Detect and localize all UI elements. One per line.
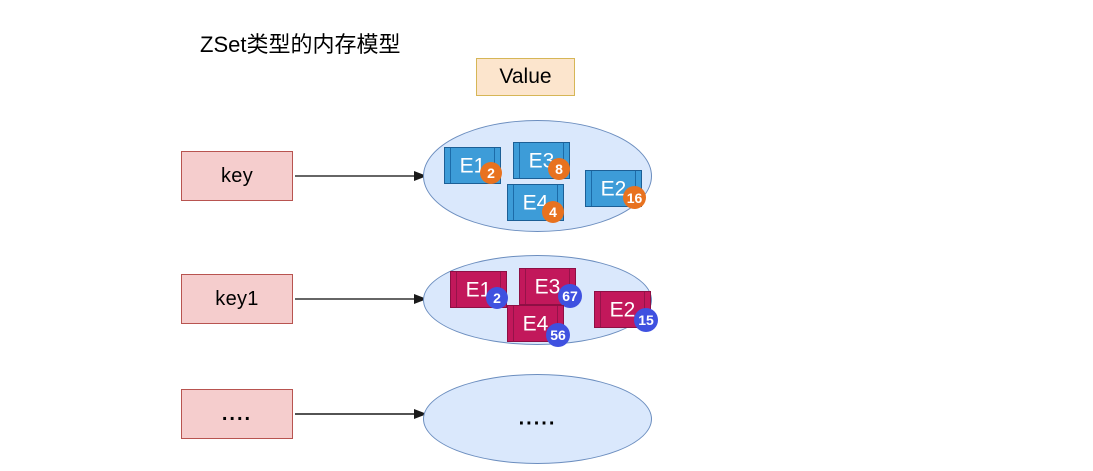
- member-name-2-4: E2: [609, 298, 636, 321]
- member-name-1-2: E3: [528, 149, 555, 172]
- member-score-badge-2-2: 67: [558, 284, 582, 308]
- member-score-badge-2-1: 2: [486, 287, 508, 309]
- value-ellipse-row-1: E1 2 E3 8 E4 4 E2 16: [423, 120, 652, 232]
- card-left-edge-icon: [513, 306, 514, 341]
- key-box-row-3[interactable]: ....: [181, 389, 293, 439]
- value-ellipse-row-3: .....: [423, 374, 652, 464]
- value-ellipse-row-2: E1 2 E3 67 E4 56 E2 15: [423, 255, 658, 347]
- member-score-badge-2-3: 56: [546, 323, 570, 347]
- member-name-1-3: E4: [522, 191, 549, 214]
- arrow-key-to-value-1: [295, 170, 427, 182]
- value-header-box: Value: [476, 58, 575, 96]
- member-name-2-1: E1: [465, 278, 492, 301]
- value-header-label: Value: [499, 65, 552, 88]
- card-left-edge-icon: [600, 292, 601, 327]
- key-label-row-3: ....: [221, 402, 253, 425]
- key-label-row-1: key: [220, 164, 254, 187]
- member-card-1-2[interactable]: E3 8: [513, 142, 570, 180]
- card-left-edge-icon: [456, 272, 457, 307]
- member-card-1-3[interactable]: E4 4: [507, 184, 564, 223]
- member-score-badge-1-3: 4: [542, 201, 564, 223]
- arrow-key-to-value-2: [295, 293, 427, 305]
- page-title: ZSet类型的内存模型: [200, 32, 401, 57]
- card-left-edge-icon: [525, 269, 526, 304]
- card-left-edge-icon: [519, 143, 520, 178]
- member-name-1-1: E1: [459, 154, 486, 177]
- member-card-2-4[interactable]: E2 15: [594, 291, 658, 332]
- member-name-2-2: E3: [534, 275, 561, 298]
- card-left-edge-icon: [513, 185, 514, 220]
- card-left-edge-icon: [591, 171, 592, 206]
- member-name-1-4: E2: [600, 177, 627, 200]
- member-score-badge-2-4: 15: [634, 308, 658, 332]
- member-score-badge-1-2: 8: [548, 158, 570, 180]
- card-left-edge-icon: [450, 148, 451, 183]
- member-score-badge-1-4: 16: [623, 186, 646, 209]
- arrow-key-to-value-3: [295, 408, 427, 420]
- key-label-row-2: key1: [215, 287, 259, 310]
- value-ellipse-label-row-3: .....: [518, 407, 557, 430]
- key-box-row-2[interactable]: key1: [181, 274, 293, 324]
- member-card-2-1[interactable]: E1 2: [450, 271, 508, 309]
- member-card-1-4[interactable]: E2 16: [585, 170, 646, 209]
- key-box-row-1[interactable]: key: [181, 151, 293, 201]
- member-card-2-3[interactable]: E4 56: [507, 305, 570, 347]
- member-score-badge-1-1: 2: [480, 162, 502, 184]
- member-card-1-1[interactable]: E1 2: [444, 147, 502, 184]
- member-name-2-3: E4: [522, 312, 549, 335]
- member-card-2-2[interactable]: E3 67: [519, 268, 582, 308]
